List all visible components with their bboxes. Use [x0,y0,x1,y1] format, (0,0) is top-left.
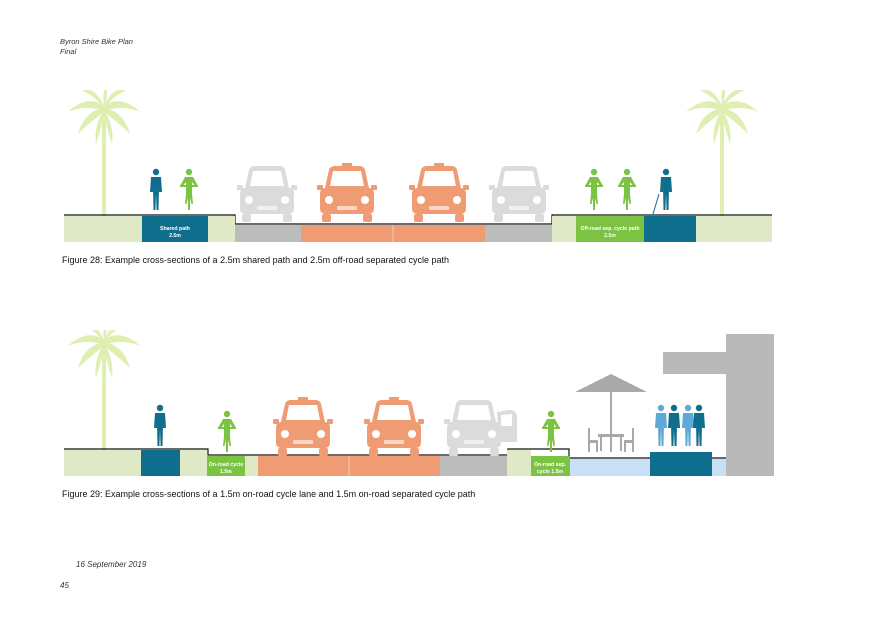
shared-path-width: 2.5m [169,233,181,239]
car-lane-1-vehicle [317,166,377,222]
cafe-table-icon [598,434,624,437]
palm-tree-right [686,90,758,224]
parked-car-right [489,166,549,222]
figure-29-caption: Figure 29: Example cross-sections of a 1… [62,489,476,499]
offroad-cycle-path-width: 2.5m [604,233,616,239]
road-grey-left [235,225,301,242]
cyclist-figure [542,410,560,452]
pedestrian-group-figure [655,404,667,446]
shared-path-strip [142,216,208,242]
footpath-strip-right [644,216,696,242]
parking-lane [440,456,507,476]
footpath-strip-right [650,452,712,476]
onroad-sep-cycle-label: On-road sep. [534,462,567,468]
figure-28-caption: Figure 28: Example cross-sections of a 2… [62,255,450,265]
pedestrian-figure [150,168,162,210]
road-grey-right [485,225,552,242]
car-lane-2-vehicle [409,166,469,222]
cyclist-figure [618,168,636,210]
cyclist-figure [585,168,603,210]
pedestrian-group-figure [682,404,694,446]
car-lane-1 [301,225,393,242]
onroad-cycle-label: On-road cycle [209,462,244,468]
offroad-cycle-path-label: Off-road sep. cycle path [580,226,639,232]
onroad-sep-cycle-strip [531,456,570,476]
cyclist-figure [180,168,198,210]
verge-inner [180,450,207,476]
document-title: Byron Shire Bike Plan [60,37,133,46]
chair-icon [588,428,598,452]
footpath-strip [141,450,180,476]
offroad-cycle-path-strip [576,216,644,242]
verge-right [696,216,772,242]
verge-inner-right [552,216,576,242]
verge-inner-left [208,216,235,242]
chair-icon [624,428,634,452]
palm-tree [68,330,140,452]
onroad-cycle-lane-strip [207,456,245,476]
car-lane-2 [393,225,485,242]
cafe-seating-strip [570,459,650,476]
umbrella-icon [575,374,647,392]
pedestrian-group-figure [693,404,705,446]
footer-date: 16 September 2019 [76,560,147,569]
cyclist-figure [218,410,236,452]
figure-29-cross-section: On-road cycle 1.5m On-road sep. cycle 1.… [0,330,875,480]
verge-left [64,216,142,242]
building-wall [726,334,774,476]
building-frontage-strip [712,459,726,476]
pedestrian-figure [154,404,166,446]
figure-28-cross-section: Shared path 2.5m Off-road sep. cycle pat… [0,90,875,250]
buffer-strip [245,456,258,476]
parked-car-door-open [444,400,504,456]
shared-path-label: Shared path [160,226,190,232]
document-status: Final [60,47,77,56]
page-number: 45 [60,581,69,590]
pedestrian-group-figure [668,404,680,446]
cane-icon [652,193,660,215]
parked-car-left [237,166,297,222]
pedestrian-with-cane-figure [660,168,672,210]
onroad-sep-cycle-width: cycle 1.5m [537,469,564,475]
building-awning [663,352,727,374]
car-lane-1-vehicle [273,400,333,456]
car-lane-2-vehicle [364,400,424,456]
ground-profile-line [64,214,772,225]
separator-kerb [507,450,531,476]
verge-left [64,450,141,476]
palm-tree-left [68,90,140,224]
onroad-cycle-width: 1.5m [220,469,232,475]
